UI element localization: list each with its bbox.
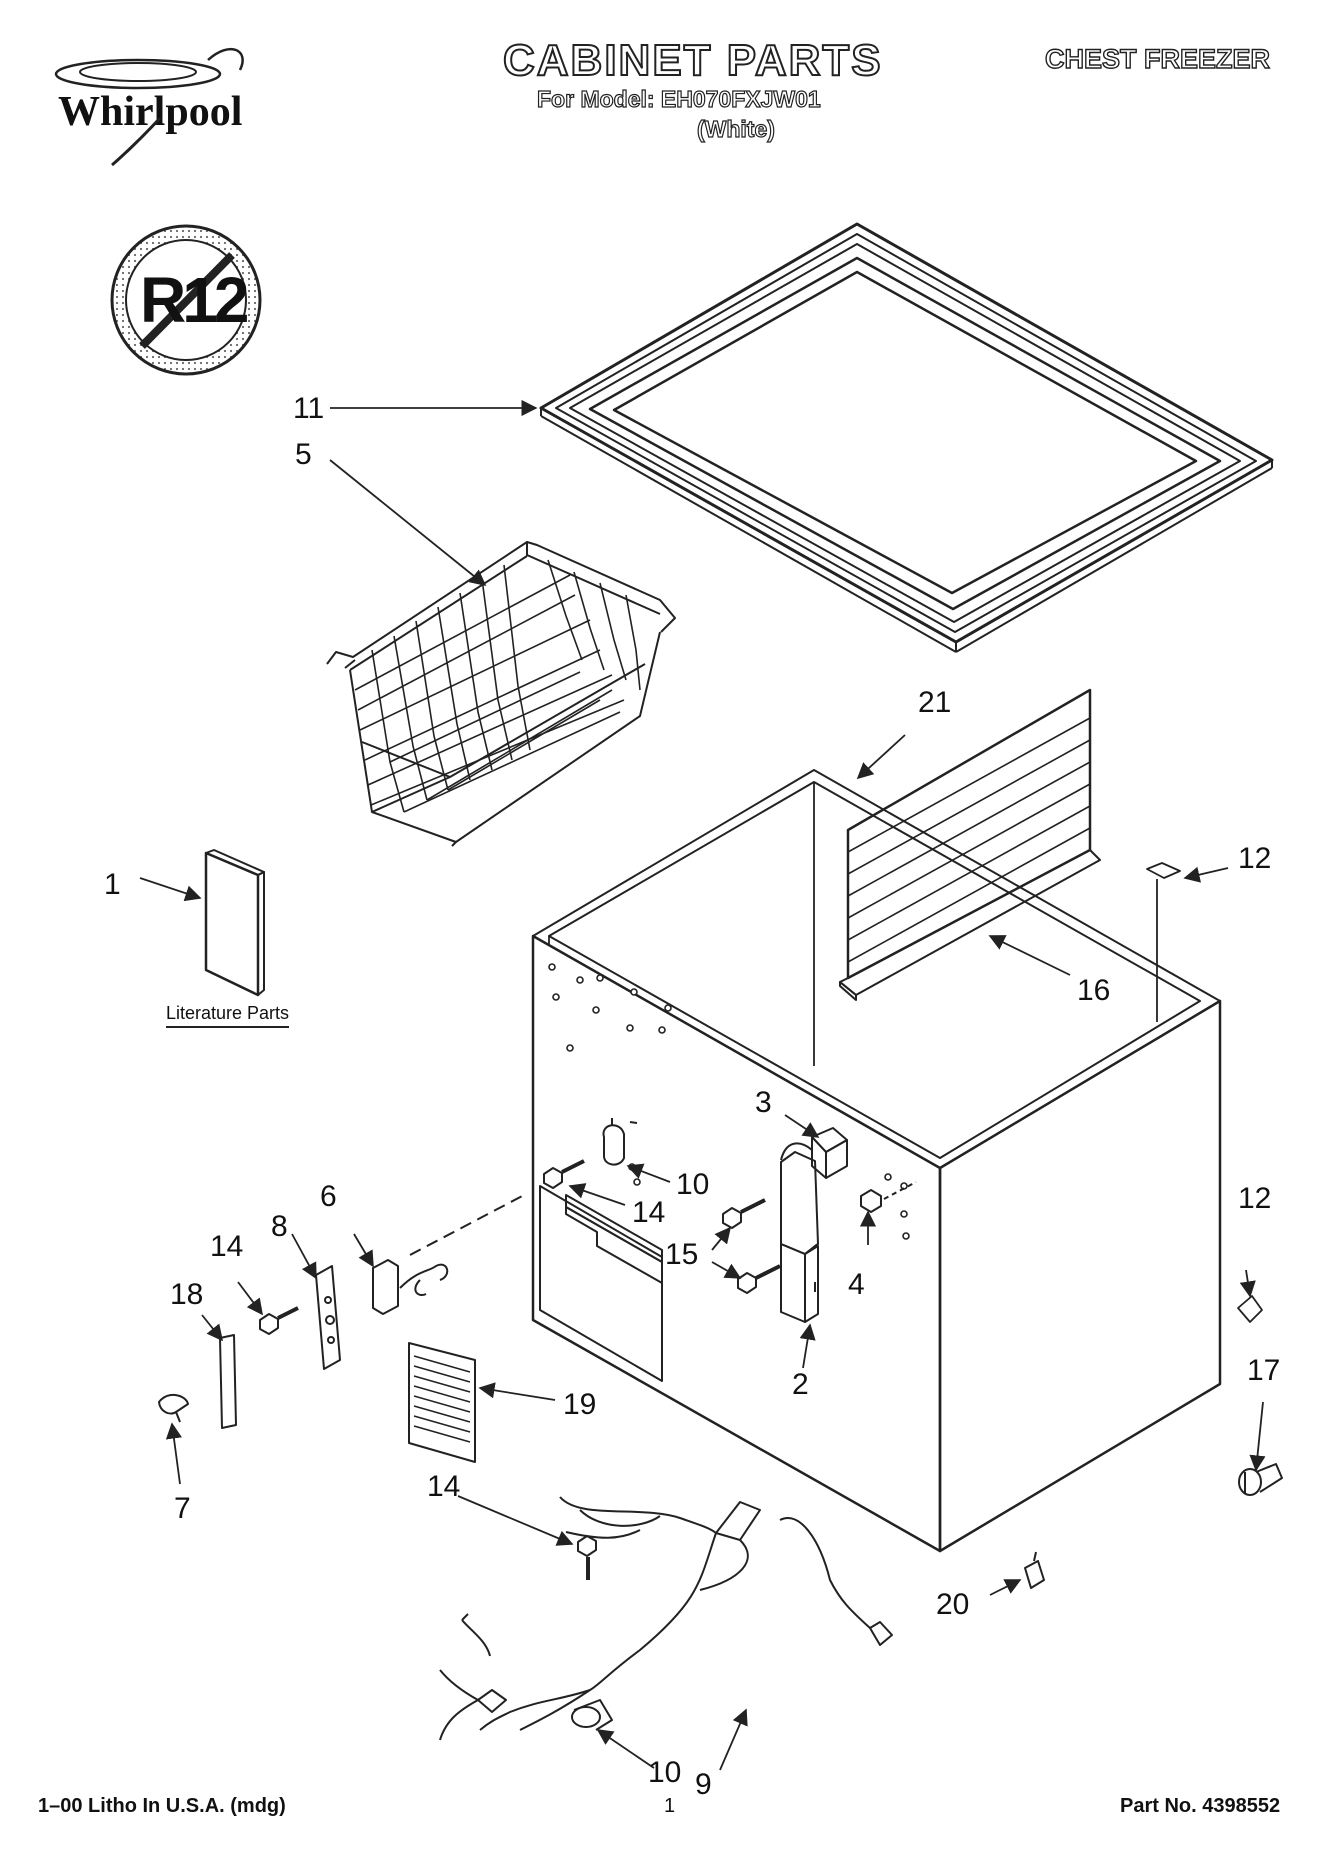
freezer-cabinet xyxy=(531,769,1222,1553)
callout-4: 4 xyxy=(848,1268,865,1301)
callout-18: 18 xyxy=(170,1278,204,1311)
callout-16: 16 xyxy=(1077,974,1111,1007)
drain-fitting-part-17 xyxy=(1238,1463,1283,1496)
divider-panel xyxy=(839,688,1101,1001)
callout-21: 21 xyxy=(918,686,952,719)
callout-15: 15 xyxy=(665,1238,699,1271)
label-part-12-side xyxy=(1237,1295,1263,1323)
clip-part-20 xyxy=(1024,1551,1045,1589)
clamp-part-10-top xyxy=(602,1118,638,1166)
relay-part-6 xyxy=(372,1193,527,1315)
callout-10-bottom: 10 xyxy=(648,1756,682,1789)
screw-part-14-left xyxy=(259,1306,299,1335)
label-part-18 xyxy=(219,1334,237,1429)
hinge-assembly xyxy=(780,1127,848,1323)
wiring-harness-part-9 xyxy=(439,1496,893,1741)
bumper-part-4 xyxy=(860,1181,917,1213)
callout-8: 8 xyxy=(271,1210,288,1243)
callout-20: 20 xyxy=(936,1588,970,1621)
callout-5: 5 xyxy=(295,438,312,471)
screws-part-15 xyxy=(722,1198,781,1294)
r12-text: R12 xyxy=(140,264,249,336)
label-part-12-top xyxy=(1146,862,1181,879)
callout-12-side: 12 xyxy=(1238,1182,1272,1215)
literature-caption: Literature Parts xyxy=(166,1003,290,1028)
callout-7: 7 xyxy=(174,1492,191,1525)
callout-2: 2 xyxy=(792,1368,809,1401)
grille-part-19 xyxy=(408,1342,476,1463)
callout-10-top: 10 xyxy=(676,1168,710,1201)
callout-9: 9 xyxy=(695,1768,712,1801)
leader-lines xyxy=(139,399,1266,1771)
lid-gasket-frame xyxy=(539,222,1274,653)
callout-14-left: 14 xyxy=(210,1230,244,1263)
literature-book xyxy=(204,849,265,997)
model-number: For Model: EH070FXJW01 xyxy=(536,85,821,112)
callout-14-bottom: 14 xyxy=(427,1470,461,1503)
callout-17: 17 xyxy=(1247,1354,1281,1387)
callout-12-top: 12 xyxy=(1238,842,1272,875)
footer-page-number: 1 xyxy=(664,1795,676,1817)
callout-14-top: 14 xyxy=(632,1196,666,1229)
callout-3: 3 xyxy=(755,1086,772,1119)
page-title: CABINET PARTS xyxy=(502,35,883,86)
knob-part-7 xyxy=(158,1393,189,1423)
callout-1: 1 xyxy=(104,868,121,901)
callout-19: 19 xyxy=(563,1388,597,1421)
screw-part-14-bottom xyxy=(577,1535,597,1580)
cover-plate-part-8 xyxy=(315,1265,341,1370)
callout-6: 6 xyxy=(320,1180,337,1213)
model-color: (White) xyxy=(696,115,775,142)
wire-basket xyxy=(326,541,676,847)
screw-part-14-top xyxy=(543,1159,585,1189)
whirlpool-swirl-icon xyxy=(54,48,244,167)
footer-litho: 1–00 Litho In U.S.A. (mdg) xyxy=(38,1795,286,1817)
footer-part-number: Part No. 4398552 xyxy=(1120,1795,1281,1817)
product-type: CHEST FREEZER xyxy=(1044,43,1271,74)
callout-11: 11 xyxy=(293,392,325,425)
no-r12-badge xyxy=(110,224,262,376)
